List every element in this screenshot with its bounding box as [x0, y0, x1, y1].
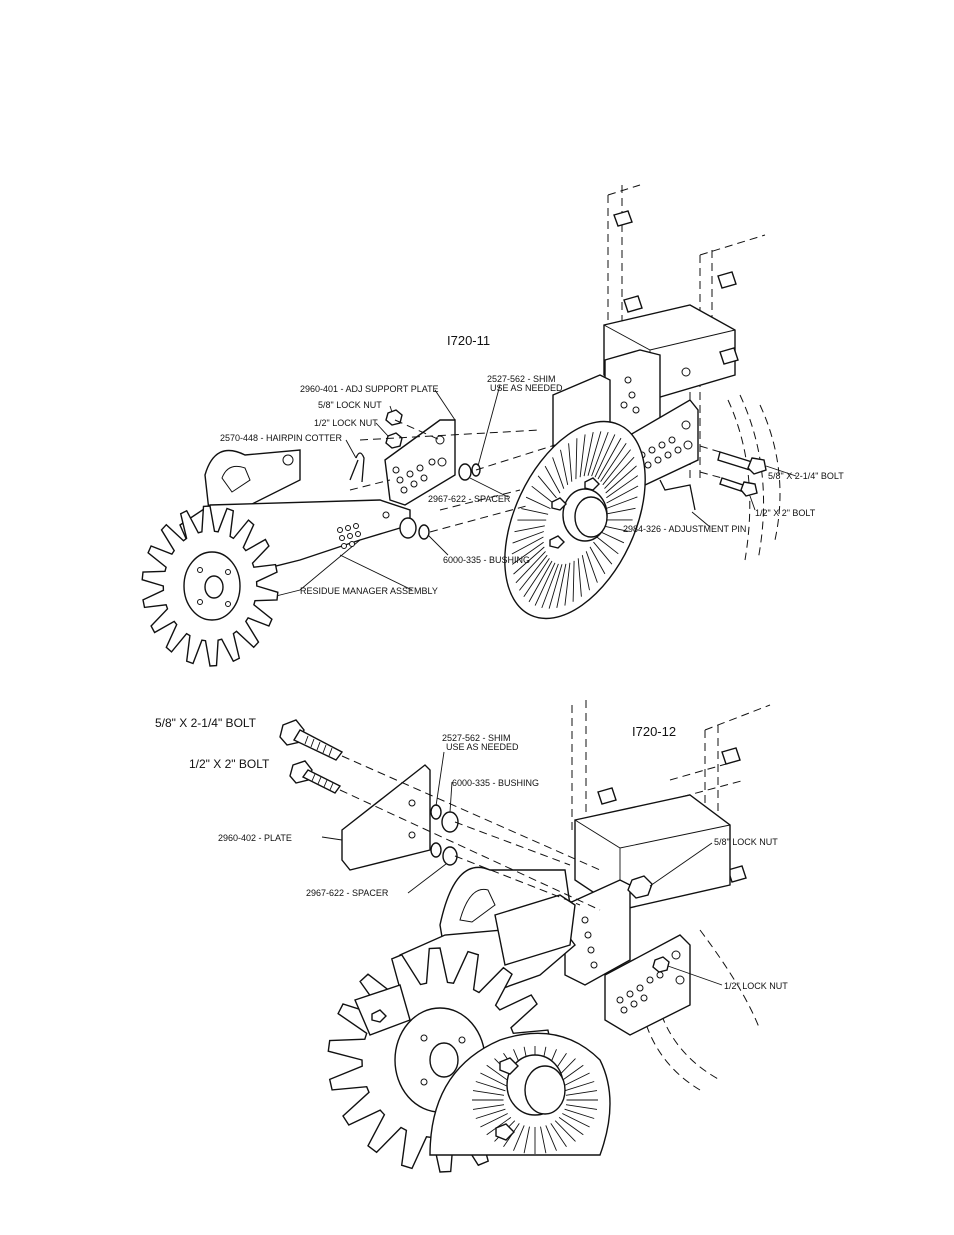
top-adj-support-plate — [384, 419, 456, 506]
hairpin-cotter — [349, 452, 365, 483]
figure-top-id: I720-11 — [447, 333, 490, 348]
bottom-exploded-parts — [279, 719, 601, 911]
bottom-leader-lines — [321, 751, 723, 986]
top-residue-manager — [141, 449, 411, 667]
top-label-residue-manager: RESIDUE MANAGER ASSEMBLY — [300, 586, 438, 596]
figure-top: I720-11 — [141, 184, 844, 667]
bottom-label-bolt-12: 1/2" X 2" BOLT — [189, 757, 270, 771]
bottom-label-bushing: 6000-335 - BUSHING — [452, 778, 539, 788]
top-bushing-washer — [418, 524, 430, 540]
bottom-shim-2 — [430, 842, 442, 858]
top-label-spacer: 2967-622 - SPACER — [428, 494, 511, 504]
lock-nut-12 — [385, 432, 403, 449]
top-bolts — [699, 445, 767, 497]
figure-bottom-id: I720-12 — [632, 724, 676, 739]
top-label-bushing: 6000-335 - BUSHING — [443, 555, 530, 565]
bottom-bolt-12 — [289, 760, 342, 794]
bottom-shim — [430, 804, 442, 820]
bottom-label-shim-line2: USE AS NEEDED — [446, 742, 519, 752]
bottom-label-spacer: 2967-622 - SPACER — [306, 888, 389, 898]
bottom-lock-nut-12 — [652, 956, 670, 973]
top-spacer — [458, 463, 472, 481]
bottom-label-plate: 2960-402 - PLATE — [218, 833, 292, 843]
top-label-lock-nut-12: 1/2" LOCK NUT — [314, 418, 378, 428]
top-label-shim-line2: USE AS NEEDED — [490, 383, 563, 393]
top-label-lock-nut-58: 5/8" LOCK NUT — [318, 400, 382, 410]
top-label-bolt-58: 5/8" X 2-1/4" BOLT — [768, 471, 844, 481]
bottom-bolt-58 — [279, 719, 344, 761]
bottom-lock-nut-58 — [627, 875, 653, 899]
figure-bottom: I720-12 — [155, 700, 788, 1173]
top-opener-disc — [504, 420, 646, 620]
top-label-adjustment-pin: 2984-326 - ADJUSTMENT PIN — [623, 524, 746, 534]
bottom-opener-disc — [429, 1032, 611, 1156]
bottom-label-lock-nut-58: 5/8" LOCK NUT — [714, 837, 778, 847]
top-leader-lines — [339, 384, 797, 591]
bottom-plate — [341, 764, 431, 871]
bottom-label-bolt-58: 5/8" X 2-1/4" BOLT — [155, 716, 257, 730]
top-bushing — [399, 517, 417, 539]
bottom-residue-manager — [327, 866, 576, 1173]
top-label-bolt-12: 1/2" X 2" BOLT — [755, 508, 816, 518]
bottom-spacer — [442, 846, 458, 866]
bottom-frame-mount — [571, 700, 771, 1091]
bottom-label-shim-line1: 2527-562 - SHIM — [442, 733, 511, 743]
top-label-adj-support-plate: 2960-401 - ADJ SUPPORT PLATE — [300, 384, 439, 394]
bottom-label-lock-nut-12: 1/2" LOCK NUT — [724, 981, 788, 991]
bottom-mount-plates — [564, 875, 691, 1036]
top-assembly-lines — [349, 419, 556, 533]
top-label-shim-line1: 2527-562 - SHIM — [487, 374, 556, 384]
lock-nut-58 — [385, 409, 403, 426]
top-label-hairpin-cotter: 2570-448 - HAIRPIN COTTER — [220, 433, 343, 443]
